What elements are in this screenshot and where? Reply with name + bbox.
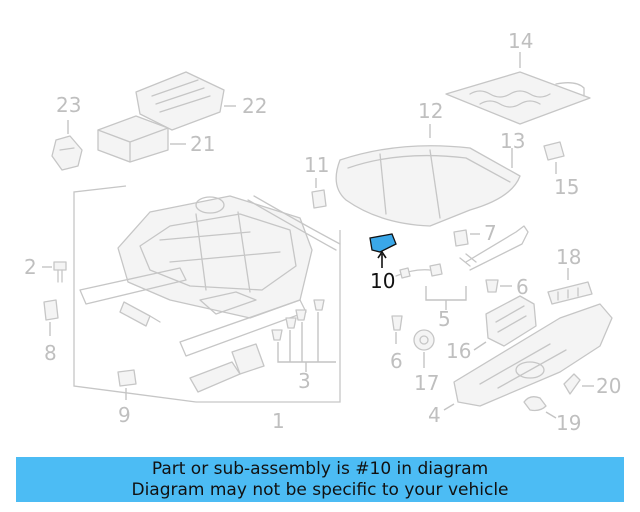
- part-4-side-trim: [443, 303, 613, 411]
- callout-1: 1: [272, 409, 285, 433]
- part-21-module: [97, 115, 186, 163]
- part-10-shape: [369, 233, 397, 253]
- callout-19: 19: [556, 411, 581, 435]
- callout-18: 18: [556, 245, 581, 269]
- part-11-clip: [311, 178, 327, 209]
- callout-8: 8: [44, 341, 57, 365]
- callout-21: 21: [190, 132, 215, 156]
- callout-16: 16: [446, 339, 471, 363]
- callout-2: 2: [24, 255, 37, 279]
- callout-17: 17: [414, 371, 439, 395]
- part-15-switch: [543, 141, 565, 174]
- part-23-bracket: [51, 120, 83, 171]
- part-12-13-cushion: [335, 124, 521, 227]
- callout-23: 23: [56, 93, 81, 117]
- part-2-bolt: [42, 261, 67, 283]
- parts-diagram: 1 2 3 4 5 6 6 7 8 9 10 11 12 13 14 15 16…: [24, 29, 621, 435]
- callout-12: 12: [418, 99, 443, 123]
- part-8-bracket: [43, 299, 59, 336]
- part-22-connector: [135, 71, 236, 131]
- banner-line-2: Diagram may not be specific to your vehi…: [131, 479, 509, 500]
- part-6-clip-left: [391, 315, 403, 344]
- callout-22: 22: [242, 94, 267, 118]
- banner-line-1: Part or sub-assembly is #10 in diagram: [151, 458, 489, 479]
- callout-5: 5: [438, 307, 451, 331]
- part-17-motor: [413, 329, 435, 368]
- callout-14: 14: [508, 29, 533, 53]
- callout-7: 7: [484, 221, 497, 245]
- part-16-module: [473, 295, 537, 351]
- part-3-fasteners: [271, 299, 336, 372]
- info-banner: Part or sub-assembly is #10 in diagram D…: [16, 457, 624, 502]
- callout-10: 10: [370, 269, 395, 293]
- callout-15: 15: [554, 175, 579, 199]
- callout-13: 13: [500, 129, 525, 153]
- part-5-harness: [395, 253, 477, 310]
- part-18-switch: [547, 268, 593, 305]
- part-9-block: [117, 369, 137, 400]
- part-14-heater-mat: [445, 52, 591, 125]
- part-19-knob: [523, 396, 557, 419]
- callout-6-left: 6: [390, 349, 403, 373]
- callout-6-right: 6: [516, 275, 529, 299]
- part-10-highlighted: [369, 233, 397, 268]
- callout-3: 3: [298, 369, 311, 393]
- callout-4: 4: [428, 403, 441, 427]
- part-6-clip-right: [485, 279, 512, 293]
- seat-frame-assembly: [73, 185, 341, 403]
- callout-11: 11: [304, 153, 329, 177]
- callout-20: 20: [596, 374, 621, 398]
- part-20-knob: [563, 373, 594, 395]
- part-7-cable: [453, 225, 529, 271]
- callout-9: 9: [118, 403, 131, 427]
